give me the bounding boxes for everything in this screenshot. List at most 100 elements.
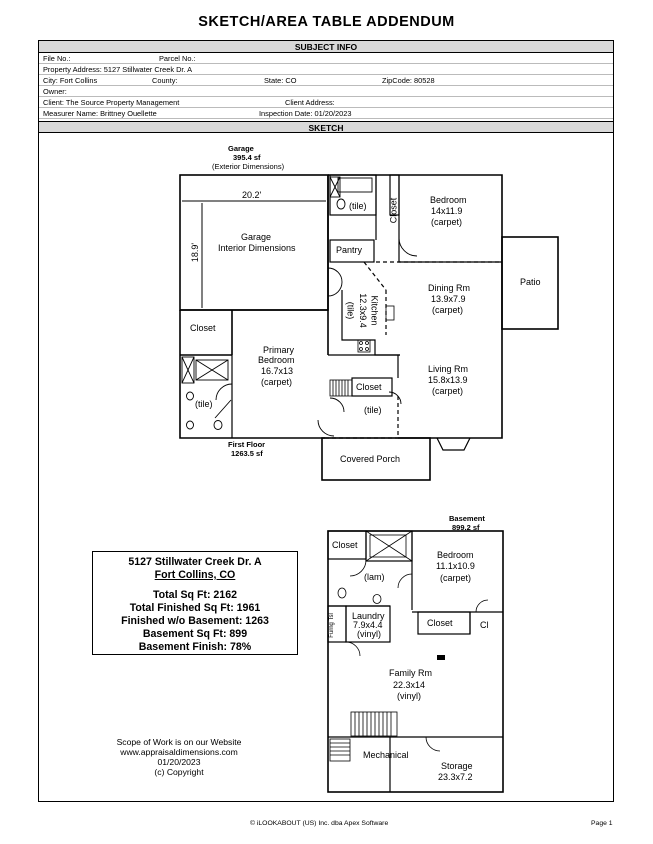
zipcode: ZipCode: 80528: [382, 76, 435, 85]
bedroom2-floor: (carpet): [440, 573, 472, 583]
county-label: County:: [152, 76, 178, 85]
basement-details: [329, 530, 489, 762]
scope-website: www.appraisaldimensions.com: [120, 747, 238, 757]
garage-note: (Exterior Dimensions): [212, 162, 285, 171]
scope-line-1: Scope of Work is on our Website: [116, 737, 242, 747]
primary-bedroom-dimensions: 16.7x13: [261, 366, 294, 376]
covered-porch-label: Covered Porch: [340, 454, 401, 464]
electrical-panel: [437, 655, 445, 660]
pantry-label: Pantry: [336, 245, 363, 255]
summary-total-finished: Total Finished Sq Ft: 1961: [129, 602, 261, 614]
primary-bedroom-label: Primary: [263, 345, 294, 355]
sketch-heading: SKETCH: [39, 121, 613, 133]
first-floor-title: First Floor: [228, 440, 266, 449]
basement-area: 899.2 sf: [452, 523, 480, 532]
garage-dimension-lines: [182, 200, 326, 308]
info-row-city: City: Fort Collins County: State: CO Zip…: [39, 75, 613, 86]
entry-tile-label: (tile): [364, 405, 382, 415]
cl-label: Cl: [480, 620, 489, 630]
kitchen-floor: (tile): [345, 301, 356, 320]
basement-closet-2-label: Closet: [427, 618, 453, 628]
summary-address-2: Fort Collins, CO: [154, 569, 236, 581]
primary-bedroom-floor: (carpet): [261, 377, 293, 387]
garage-width: 20.2': [242, 190, 262, 200]
basement-title: Basement: [449, 514, 485, 523]
family-room-dimensions: 22.3x14: [393, 680, 426, 690]
file-no-label: File No.:: [43, 54, 71, 63]
scope-of-work: Scope of Work is on our Website www.appr…: [102, 737, 256, 777]
state: State: CO: [264, 76, 297, 85]
info-row-measurer: Measurer Name: Brittney Ouellette Inspec…: [39, 108, 613, 119]
dining-label: Dining Rm: [428, 283, 471, 293]
basement-walls: [327, 530, 504, 793]
living-dimensions: 15.8x13.9: [428, 375, 468, 385]
basement-interior-walls: [327, 530, 503, 792]
first-floor-walls: [179, 174, 559, 481]
first-floor-area: 1263.5 sf: [231, 449, 263, 458]
addendum-frame: SUBJECT INFO File No.: Parcel No.: Prope…: [38, 40, 614, 802]
info-row-owner: Owner:: [39, 86, 613, 97]
info-row-client: Client: The Source Property Management C…: [39, 97, 613, 108]
patio-label: Patio: [520, 277, 541, 287]
summary-address-1: 5127 Stillwater Creek Dr. A: [128, 556, 262, 568]
footer-page-number: Page 1: [591, 820, 613, 827]
basement-closet-label: Closet: [332, 540, 358, 550]
summary-total-sq-ft: Total Sq Ft: 2162: [153, 589, 237, 601]
living-floor: (carpet): [432, 386, 464, 396]
page-title: SKETCH/AREA TABLE ADDENDUM: [198, 14, 455, 30]
subject-info-heading: SUBJECT INFO: [39, 41, 613, 53]
garage-area: 395.4 sf: [233, 153, 261, 162]
family-room-floor: (vinyl): [397, 691, 421, 701]
door-swings: [214, 237, 418, 437]
stairs-first-floor: [329, 379, 353, 397]
bedroom1-dimensions: 14x11.9: [431, 206, 463, 216]
city: City: Fort Collins: [43, 76, 98, 85]
laundry-dimensions: 7.9x4.4: [353, 620, 383, 630]
closet-bath-label: Closet: [388, 197, 399, 224]
bedroom2-dimensions: 11.1x10.9: [436, 561, 475, 571]
garage-label: Garage: [241, 232, 272, 242]
area-summary-box: 5127 Stillwater Creek Dr. A Fort Collins…: [92, 551, 298, 655]
bedroom2-label: Bedroom: [437, 550, 474, 560]
primary-bath-tile: (tile): [195, 399, 213, 409]
bath-fixtures: [181, 176, 373, 430]
property-address: Property Address: 5127 Stillwater Creek …: [43, 65, 193, 74]
scope-date: 01/20/2023: [157, 757, 201, 767]
storage-label: Storage: [441, 761, 473, 771]
living-label: Living Rm: [428, 364, 469, 374]
kitchen-appliances: [357, 305, 395, 353]
summary-basement-finish: Basement Finish: 78%: [138, 641, 252, 653]
summary-finished-wo-basement: Finished w/o Basement: 1263: [121, 615, 269, 627]
basement-bath-floor: (lam): [364, 572, 385, 582]
info-row-file: File No.: Parcel No.:: [39, 53, 613, 64]
dashed-openings: [325, 261, 502, 439]
garage-depth: 18.9': [190, 242, 201, 263]
dining-dimensions: 13.9x7.9: [431, 294, 466, 304]
storage-dimensions: 23.3x7.2: [438, 772, 473, 782]
scope-copyright: (c) Copyright: [154, 767, 204, 777]
parcel-no-label: Parcel No.:: [159, 54, 196, 63]
bedroom1-floor: (carpet): [431, 217, 463, 227]
summary-basement-sq-ft: Basement Sq Ft: 899: [142, 628, 248, 640]
entry-closet-label: Closet: [356, 382, 382, 392]
furnace-label: Furng Tsl: [328, 613, 335, 638]
footer-copyright: © iLOOKABOUT (US) Inc. dba Apex Software: [250, 820, 389, 827]
kitchen-label: Kitchen: [369, 295, 380, 326]
garage-title: Garage: [228, 144, 254, 153]
primary-closet-label: Closet: [190, 323, 216, 333]
mechanical-label: Mechanical: [363, 750, 409, 760]
laundry-label: Laundry: [352, 611, 385, 621]
measurer-name: Measurer Name: Brittney Ouellette: [43, 109, 157, 118]
client: Client: The Source Property Management: [43, 98, 180, 107]
garage-label-2: Interior Dimensions: [218, 243, 296, 253]
laundry-floor: (vinyl): [357, 629, 381, 639]
bath-tile-label: (tile): [349, 201, 367, 211]
dining-floor: (carpet): [432, 305, 464, 315]
primary-bedroom-label-2: Bedroom: [258, 355, 295, 365]
inspection-date: Inspection Date: 01/20/2023: [259, 109, 352, 118]
owner-label: Owner:: [43, 87, 67, 96]
family-room-label: Family Rm: [389, 668, 432, 678]
kitchen-dimensions: 12.3x9.4: [357, 293, 368, 328]
info-row-address: Property Address: 5127 Stillwater Creek …: [39, 64, 613, 75]
